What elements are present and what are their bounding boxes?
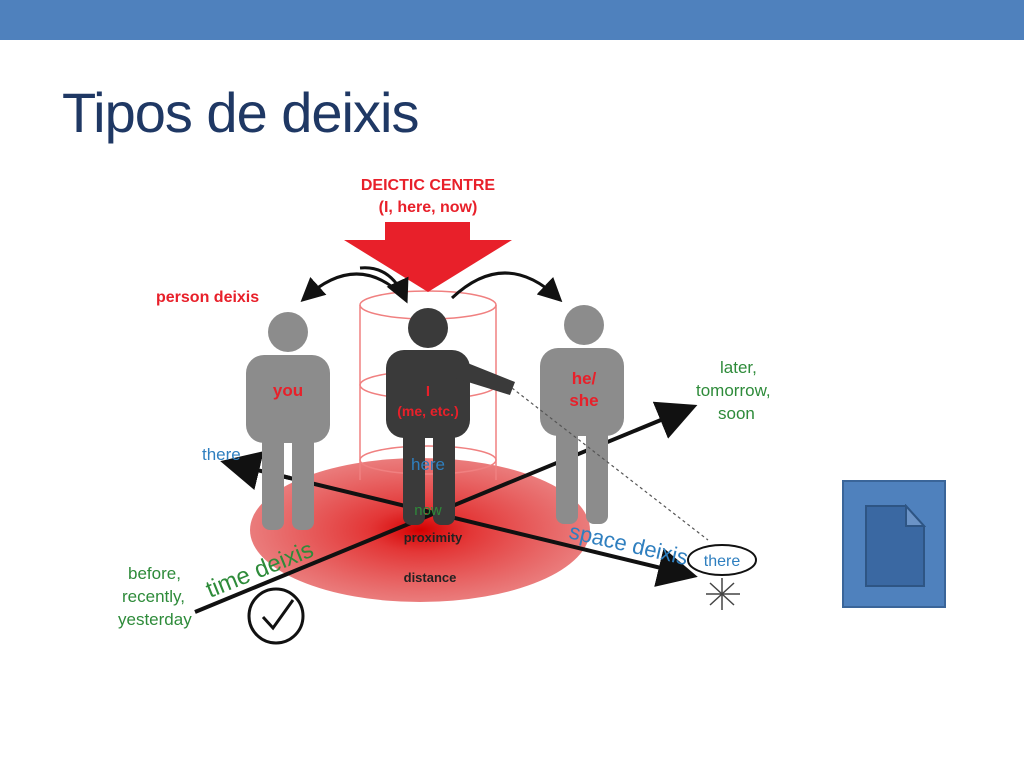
there-left-label: there <box>202 445 241 464</box>
space-deixis-label: space deixis <box>567 519 691 571</box>
slide-top-bar <box>0 0 1024 40</box>
she-label: she <box>569 391 598 410</box>
later-label: later, <box>720 358 757 377</box>
pointing-line <box>511 387 709 541</box>
document-icon <box>865 504 926 587</box>
curve-arrow-left-b <box>359 266 409 304</box>
proximity-label: proximity <box>404 530 463 545</box>
tomorrow-label: tomorrow, <box>696 381 771 400</box>
before-label: before, <box>128 564 181 583</box>
i-sub-label: (me, etc.) <box>397 403 458 419</box>
there-oval <box>687 544 757 576</box>
yesterday-label: yesterday <box>118 610 192 629</box>
person-deixis-label: person deixis <box>156 289 259 306</box>
curve-arrow-right <box>450 271 563 303</box>
now-label: now <box>414 502 442 519</box>
person-you-figure <box>246 312 330 530</box>
you-label: you <box>273 381 303 400</box>
document-button[interactable] <box>842 480 946 608</box>
soon-label: soon <box>718 404 755 423</box>
there-right-label: there <box>704 553 741 570</box>
he-label: he/ <box>572 369 597 388</box>
space-axis <box>264 470 698 587</box>
person-i-figure <box>386 308 515 525</box>
deictic-centre-label: DEICTIC CENTRE <box>361 177 496 194</box>
person-he-she-figure <box>540 305 624 524</box>
clock-icon <box>247 587 305 645</box>
recently-label: recently, <box>122 587 185 606</box>
distance-label: distance <box>404 570 457 585</box>
i-label: I <box>426 383 430 400</box>
slide-title: Tipos de deixis <box>62 81 419 144</box>
deictic-centre-arrow <box>344 222 512 292</box>
deictic-centre-sub: (I, here, now) <box>379 199 478 216</box>
compass-icon <box>706 578 740 610</box>
proximity-disc <box>250 458 590 602</box>
here-label: here <box>411 455 445 474</box>
